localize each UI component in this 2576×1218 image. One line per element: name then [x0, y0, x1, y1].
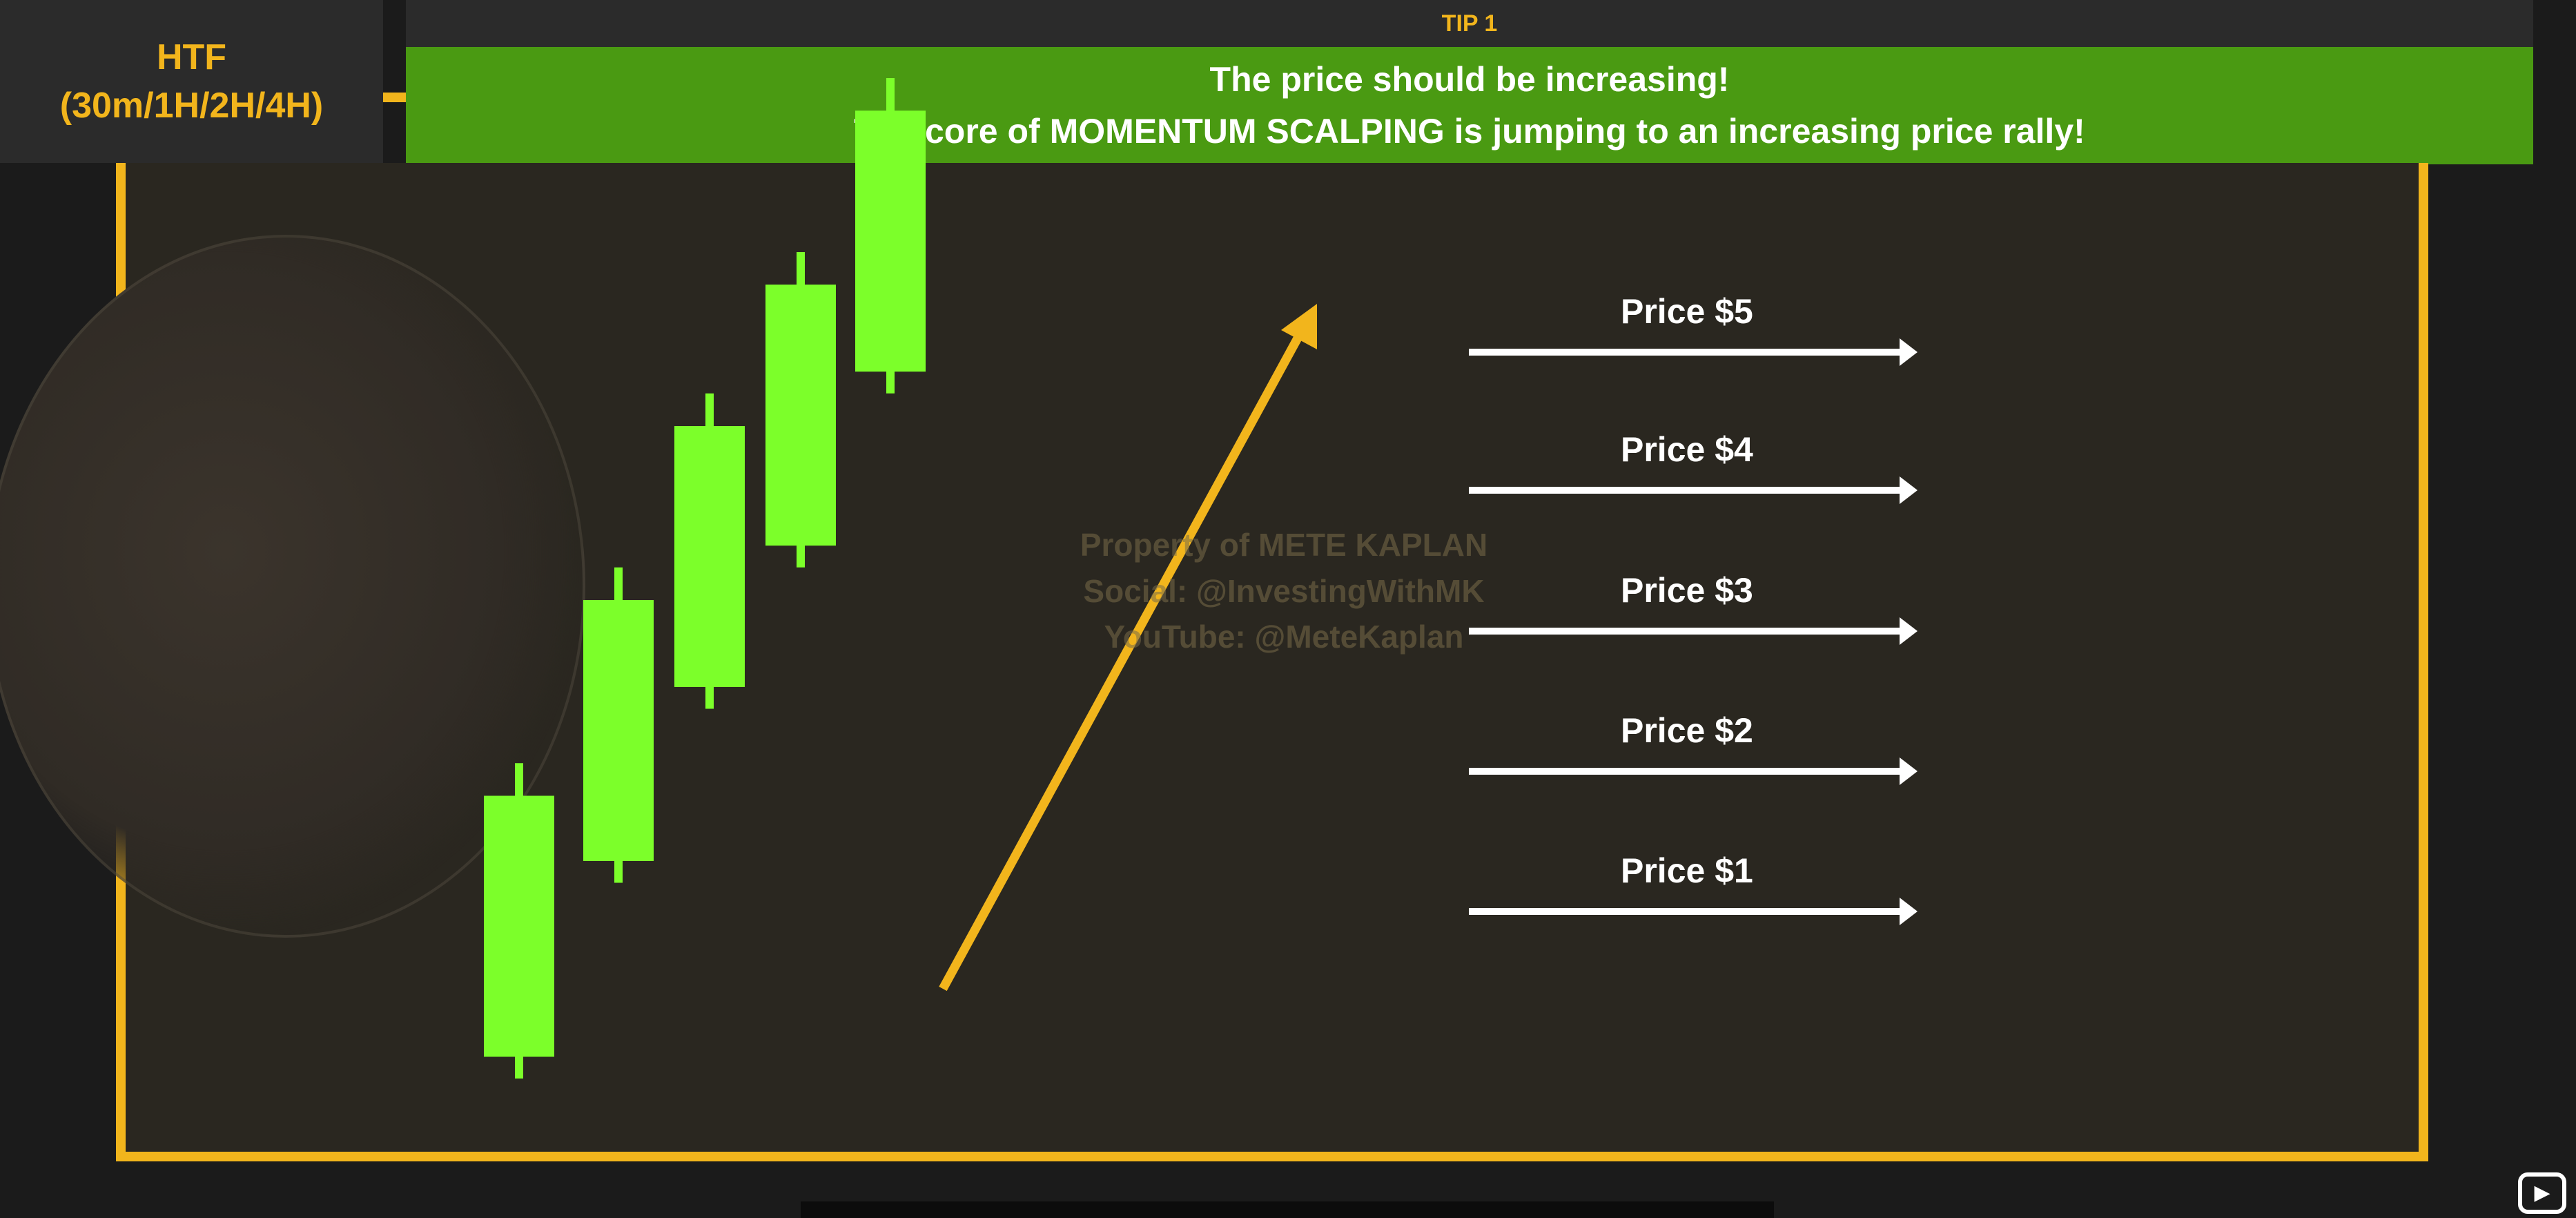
tip-label: TIP 1 [1441, 10, 1498, 37]
price-level-label: Price $1 [1621, 851, 1753, 890]
candle-2 [583, 567, 654, 883]
watermark-line-3: YouTube: @MeteKaplan [1104, 619, 1464, 655]
price-level-label: Price $4 [1621, 430, 1753, 469]
banner-line-1: The price should be increasing! [1209, 60, 1730, 99]
candle-1 [484, 763, 554, 1079]
watermark: Property of METE KAPLAN Social: @Investi… [1063, 522, 1505, 660]
candle-body [674, 426, 745, 687]
watermark-line-1: Property of METE KAPLAN [1080, 527, 1488, 563]
candle-5 [855, 78, 926, 394]
price-arrow-icon [1469, 757, 1918, 785]
candle-body [484, 795, 554, 1057]
trend-up-arrow-icon [939, 304, 1317, 992]
watermark-line-2: Social: @InvestingWithMK [1083, 572, 1485, 609]
timeframe-connector [383, 93, 407, 102]
price-level-label: Price $3 [1621, 571, 1753, 610]
tip-header: TIP 1 [406, 0, 2533, 47]
candle-body [765, 284, 836, 546]
timeframe-box: HTF (30m/1H/2H/4H) [0, 0, 383, 163]
price-arrow-group [1469, 338, 1918, 925]
candlestick-group [484, 78, 926, 1079]
tip-banner: The price should be increasing! The core… [406, 47, 2533, 164]
price-arrow-icon [1469, 898, 1918, 925]
timeframe-title: HTF [156, 37, 227, 77]
banner-line-2: The core of MOMENTUM SCALPING is jumping… [854, 112, 2085, 151]
candle-4 [765, 252, 836, 568]
price-level-label: Price $5 [1621, 292, 1753, 331]
price-arrow-icon [1469, 338, 1918, 366]
price-arrow-icon [1469, 617, 1918, 645]
candle-body [583, 600, 654, 861]
video-play-icon[interactable]: ▶ [2518, 1172, 2566, 1214]
price-arrow-icon [1469, 476, 1918, 504]
price-level-label: Price $2 [1621, 711, 1753, 750]
candle-body [855, 110, 926, 372]
candle-3 [674, 393, 745, 709]
video-progress-strip [801, 1201, 1774, 1218]
timeframe-values: (30m/1H/2H/4H) [59, 86, 324, 126]
